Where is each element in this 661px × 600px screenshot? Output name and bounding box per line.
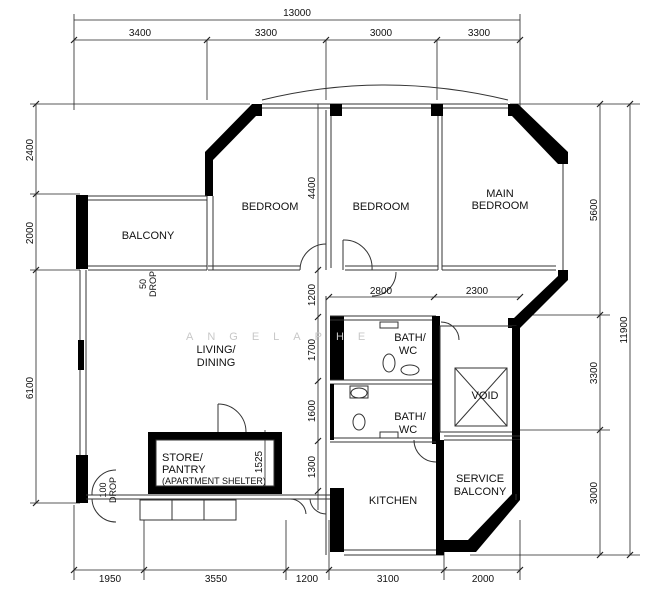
- dim-inner-1600: 1600: [307, 399, 318, 422]
- dim-top-1: 3400: [129, 28, 152, 39]
- watermark: ANGELAPHE: [186, 331, 379, 343]
- label-main-bedroom-line2: BEDROOM: [472, 200, 529, 212]
- label-balcony: BALCONY: [122, 230, 175, 242]
- dim-bottom-5: 2000: [472, 574, 495, 585]
- label-service-line2: BALCONY: [454, 486, 507, 498]
- fixtures: [349, 321, 420, 439]
- label-store-line3: (APARTMENT SHELTER): [162, 476, 266, 486]
- dim-inner-1525: 1525: [254, 450, 265, 473]
- label-bath-1-line2: WC: [399, 345, 417, 357]
- dim-left-3: 6100: [25, 376, 36, 399]
- label-bath-2-line1: BATH/: [394, 411, 427, 423]
- dim-bottom-2: 3550: [205, 574, 228, 585]
- dim-top-3: 3000: [370, 28, 393, 39]
- label-bath-2-line2: WC: [399, 424, 417, 436]
- dim-top-2: 3300: [255, 28, 278, 39]
- label-store-line2: PANTRY: [162, 464, 206, 476]
- dim-left-1: 2400: [25, 138, 36, 161]
- label-living-line1: LIVING/: [196, 344, 236, 356]
- note-drop100-value: 100: [98, 482, 108, 497]
- label-main-bedroom-line1: MAIN: [486, 188, 514, 200]
- label-store-line1: STORE/: [162, 452, 204, 464]
- label-bath-1-line1: BATH/: [394, 332, 427, 344]
- dim-bottom-4: 3100: [377, 574, 400, 585]
- label-bedroom-1: BEDROOM: [242, 201, 299, 213]
- dim-inner-2800: 2800: [370, 286, 393, 297]
- dim-inner-2300: 2300: [466, 286, 489, 297]
- label-bedroom-2: BEDROOM: [353, 201, 410, 213]
- dim-right-overall: 11900: [619, 316, 630, 344]
- dim-bottom-1: 1950: [99, 574, 122, 585]
- label-void: VOID: [472, 390, 499, 402]
- dim-right-3: 3000: [589, 481, 600, 504]
- note-drop50-label: DROP: [148, 271, 158, 297]
- label-service-line1: SERVICE: [456, 473, 504, 485]
- dim-inner-1300: 1300: [307, 455, 318, 478]
- dim-right-2: 3300: [589, 361, 600, 384]
- dim-inner-1200: 1200: [307, 283, 318, 306]
- note-drop100-label: DROP: [108, 477, 118, 503]
- dim-left-2: 2000: [25, 221, 36, 244]
- dim-right-1: 5600: [589, 198, 600, 221]
- dim-inner-4400: 4400: [307, 176, 318, 199]
- dim-overall-top: 13000: [283, 8, 311, 19]
- dimension-lines: [30, 14, 640, 580]
- dim-bottom-3: 1200: [296, 574, 319, 585]
- label-kitchen: KITCHEN: [369, 495, 417, 507]
- dim-top-4: 3300: [468, 28, 491, 39]
- walls: [76, 84, 568, 556]
- label-living-line2: DINING: [197, 357, 236, 369]
- note-drop50-value: 50: [138, 279, 148, 289]
- doors: [91, 239, 460, 523]
- dim-inner-1700: 1700: [307, 338, 318, 361]
